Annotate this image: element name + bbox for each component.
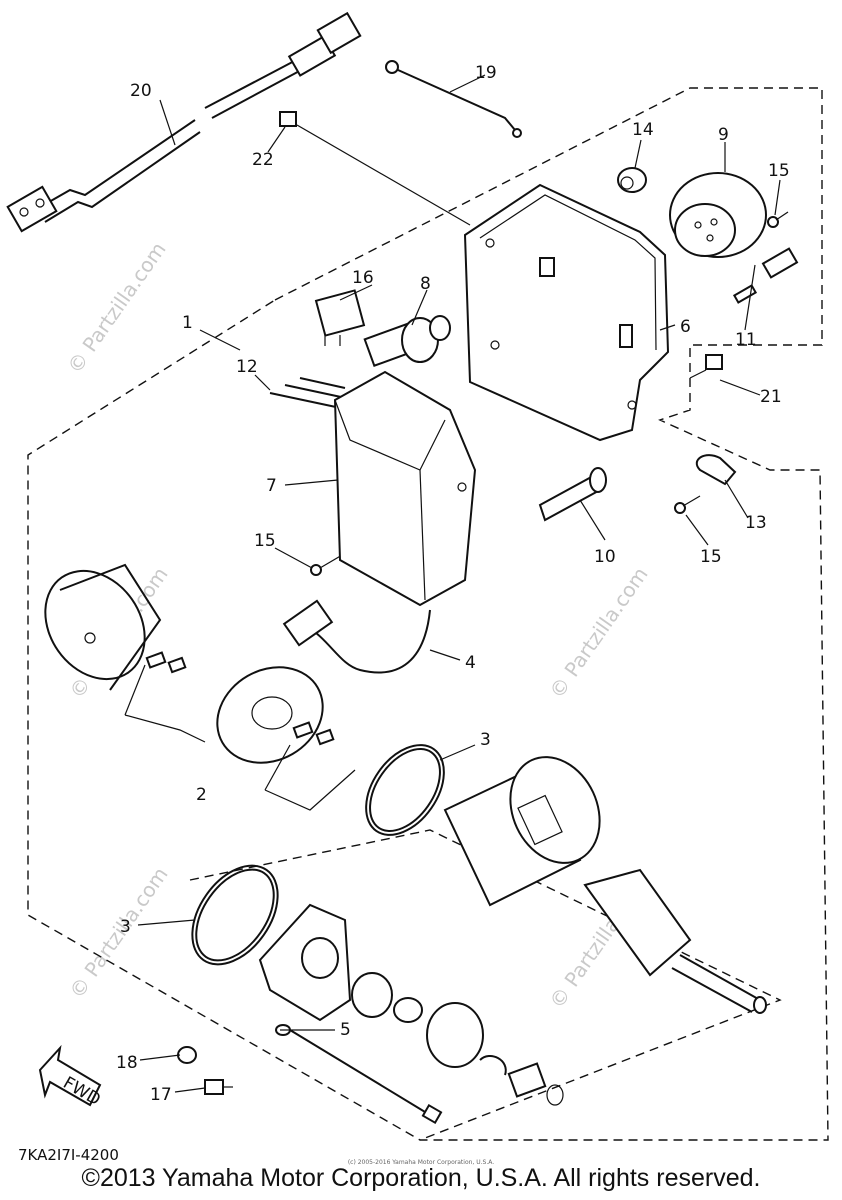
brush-plate-2 [124,651,356,811]
callout-11: 11 [735,330,757,350]
bolt-17 [204,1079,233,1095]
yoke [443,756,601,907]
callout-15: 15 [768,161,790,181]
front-bracket [258,903,352,1022]
leader-lines [137,74,781,1093]
callout-2: 2 [196,785,207,805]
shaft-10 [538,467,607,522]
starter-relay-8 [363,315,451,367]
fwd-arrow: FWD [38,1044,104,1110]
callout-1: 1 [182,313,193,333]
callout-3: 3 [480,730,491,750]
callout-9: 9 [718,125,729,145]
box-7 [333,370,477,607]
bolt-21 [689,354,723,379]
assembly-outline [27,87,829,1141]
sub-assembly-outline [189,829,782,1141]
brush-lead-4 [282,599,431,674]
cable-20 [6,11,362,233]
terminal-11 [732,247,799,304]
callout-3: 3 [120,917,131,937]
diagram-code: 7KA2I7I-4200 [18,1146,119,1164]
callout-16: 16 [352,268,374,288]
callout-6: 6 [680,317,691,337]
callout-10: 10 [594,547,616,567]
callout-21: 21 [760,387,782,407]
bolt-22 [279,111,471,226]
plate-6 [463,183,670,442]
watermark-text: © Partzilla.com [544,563,652,703]
callout-8: 8 [420,274,431,294]
callout-15: 15 [254,531,276,551]
clamp-13 [695,454,737,486]
callout-14: 14 [632,120,654,140]
watermark-text: © Partzilla.com [64,863,172,1003]
callout-20: 20 [130,81,152,101]
callout-7: 7 [266,476,277,496]
grommet-14 [617,167,647,193]
callout-15: 15 [700,547,722,567]
solenoid-9 [669,172,767,258]
callout-5: 5 [340,1020,351,1040]
ground-wire-19 [385,60,522,138]
callout-17: 17 [150,1085,172,1105]
washer-18 [177,1046,197,1064]
end-cover [44,563,162,691]
bearing-parts [351,972,564,1106]
callout-22: 22 [252,150,274,170]
copyright-line: ©2013 Yamaha Motor Corporation, U.S.A. A… [81,1164,761,1192]
small-copyright-note: (c) 2005-2016 Yamaha Motor Corporation, … [347,1159,495,1166]
callout-13: 13 [745,513,767,533]
callout-19: 19 [475,63,497,83]
callout-labels: 1 2 3 3 4 5 6 7 8 9 10 11 12 13 14 15 15… [116,63,790,1105]
o-rings-3 [191,744,445,966]
callout-18: 18 [116,1053,138,1073]
callout-4: 4 [465,653,476,673]
relay-16 [314,289,366,346]
through-bolt-5 [275,1024,443,1125]
armature [583,868,767,1014]
callout-12: 12 [236,357,258,377]
watermark-text: © Partzilla.com [62,238,170,378]
